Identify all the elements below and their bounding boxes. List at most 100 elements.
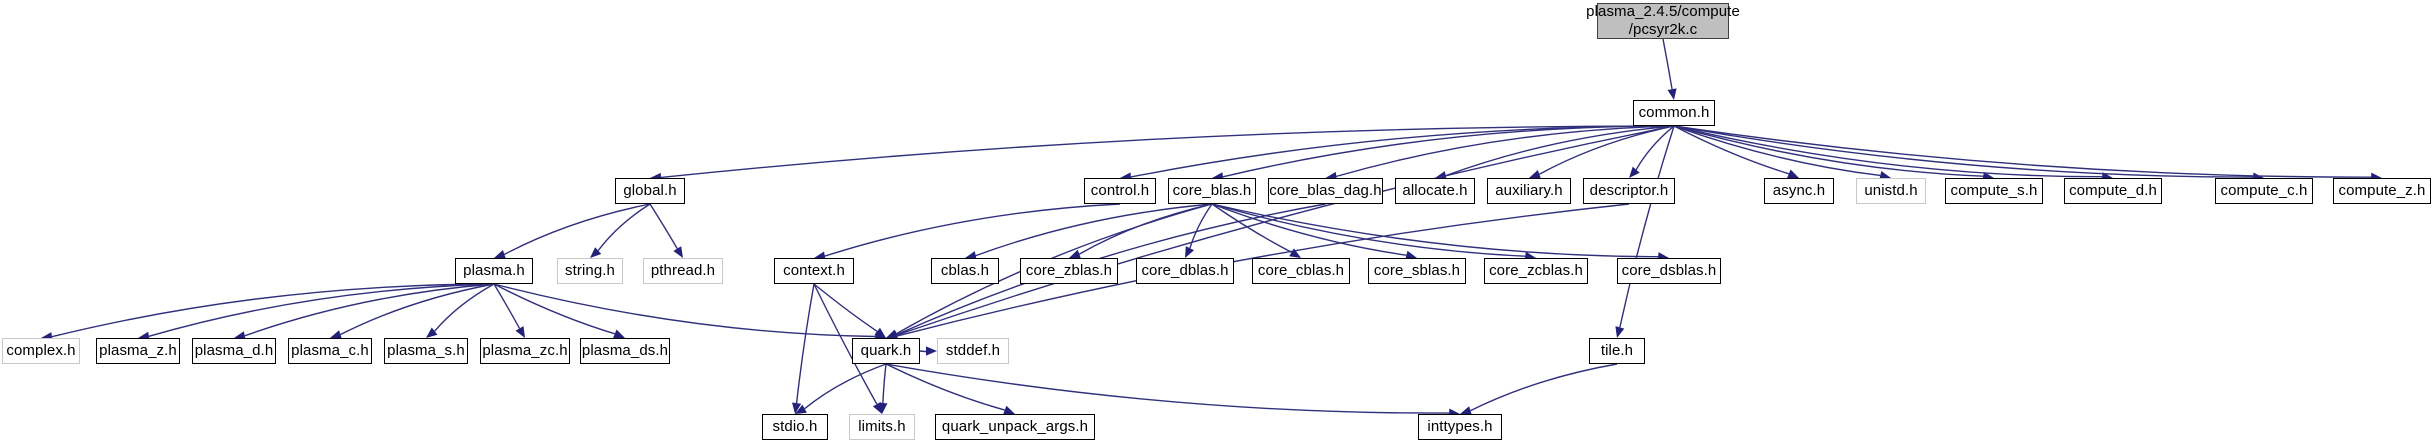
graph-edge-common-to-control <box>1130 125 1675 178</box>
graph-arrowhead-common-to-async <box>1787 169 1799 179</box>
graph-arrowhead-context-to-stdio <box>792 402 802 414</box>
graph-edge-core_blas-to-cblas <box>975 203 1213 257</box>
graph-edge-quark-to-stdio <box>804 363 887 410</box>
graph-edge-context-to-stdio <box>795 283 815 404</box>
graph-node-core_dsblas[interactable]: core_dsblas.h <box>1617 258 1721 284</box>
graph-node-inttypes[interactable]: inttypes.h <box>1418 414 1502 440</box>
graph-node-string[interactable]: string.h <box>557 258 623 284</box>
graph-edge-core_blas-to-core_dblas <box>1189 203 1213 249</box>
graph-node-plasma_s[interactable]: plasma_s.h <box>384 338 468 364</box>
graph-arrowhead-global-to-pthread <box>673 246 683 258</box>
graph-node-core_zcblas[interactable]: core_zcblas.h <box>1484 258 1588 284</box>
graph-arrowhead-common-to-descriptor <box>1629 166 1640 178</box>
graph-edge-quark-to-quark_unpack <box>885 363 1005 411</box>
graph-edge-core_blas-to-core_sblas <box>1211 203 1407 256</box>
graph-edge-common-to-async <box>1673 125 1790 175</box>
graph-node-core_blas_dag[interactable]: core_blas_dag.h <box>1268 178 1383 204</box>
graph-node-tile[interactable]: tile.h <box>1589 338 1645 364</box>
graph-arrowhead-global-to-string <box>590 247 602 258</box>
graph-node-pthread[interactable]: pthread.h <box>643 258 723 284</box>
graph-node-context[interactable]: context.h <box>774 258 854 284</box>
graph-edge-global-to-pthread <box>649 203 678 249</box>
graph-edge-plasma-to-plasma_z <box>148 283 495 338</box>
graph-node-auxiliary[interactable]: auxiliary.h <box>1487 178 1571 204</box>
graph-node-plasma_zc[interactable]: plasma_zc.h <box>480 338 570 364</box>
graph-node-cblas[interactable]: cblas.h <box>931 258 999 284</box>
graph-node-common[interactable]: common.h <box>1633 100 1715 126</box>
graph-arrowhead-core_blas-to-core_zblas <box>1069 249 1081 259</box>
graph-edge-quark-to-limits <box>882 363 887 404</box>
graph-node-quark_unpack[interactable]: quark_unpack_args.h <box>935 414 1095 440</box>
graph-edge-plasma-to-complex <box>51 283 495 338</box>
graph-node-plasma[interactable]: plasma.h <box>455 258 533 284</box>
graph-node-compute_s[interactable]: compute_s.h <box>1945 178 2043 204</box>
graph-edge-plasma-to-plasma_ds <box>493 283 616 335</box>
graph-arrowhead-core_blas-to-core_sblas <box>1405 250 1417 260</box>
graph-arrowhead-common-to-auxiliary <box>1529 169 1541 179</box>
graph-edge-common-to-core_blas_dag <box>1336 125 1675 178</box>
graph-edge-common-to-compute_d <box>1673 125 2103 178</box>
graph-node-core_zblas[interactable]: core_zblas.h <box>1020 258 1118 284</box>
graph-node-stdio[interactable]: stdio.h <box>762 414 828 440</box>
graph-node-unistd[interactable]: unistd.h <box>1856 178 1926 204</box>
graph-arrowhead-global-to-plasma <box>494 250 506 259</box>
graph-node-core_blas[interactable]: core_blas.h <box>1168 178 1256 204</box>
graph-edge-quark-to-stddef <box>919 350 928 353</box>
graph-edge-core_blas-to-core_zcblas <box>1211 203 1526 257</box>
graph-node-root[interactable]: plasma_2.4.5/compute /pcsyr2k.c <box>1586 3 1740 39</box>
graph-edge-common-to-unistd <box>1673 125 1881 177</box>
graph-edge-common-to-allocate <box>1445 125 1675 177</box>
graph-edge-root-to-common <box>1662 38 1673 90</box>
graph-node-plasma_d[interactable]: plasma_d.h <box>192 338 276 364</box>
graph-edge-common-to-quark <box>896 125 1675 336</box>
graph-arrowhead-context-to-quark <box>874 327 886 338</box>
graph-arrowhead-quark-to-quark_unpack <box>1003 405 1015 415</box>
graph-node-quark[interactable]: quark.h <box>852 338 920 364</box>
graph-edge-context-to-limits <box>813 283 878 405</box>
graph-arrowhead-quark-to-stddef <box>926 346 937 356</box>
graph-node-compute_d[interactable]: compute_d.h <box>2064 178 2162 204</box>
graph-node-core_cblas[interactable]: core_cblas.h <box>1252 258 1350 284</box>
graph-edge-plasma-to-plasma_zc <box>493 283 521 329</box>
graph-node-descriptor[interactable]: descriptor.h <box>1583 178 1675 204</box>
graph-node-core_sblas[interactable]: core_sblas.h <box>1368 258 1466 284</box>
graph-arrowhead-root-to-common <box>1667 88 1677 100</box>
graph-arrowhead-plasma-to-plasma_c <box>330 330 342 339</box>
graph-edge-control-to-context <box>824 203 1121 257</box>
graph-arrowhead-core_blas-to-core_cblas <box>1289 248 1301 258</box>
graph-arrowhead-common-to-tile <box>1615 326 1625 338</box>
graph-edge-common-to-compute_c <box>1673 125 2254 178</box>
graph-edge-plasma-to-plasma_d <box>244 283 495 337</box>
graph-arrowhead-core_blas-to-cblas <box>965 251 977 261</box>
graph-arrowhead-tile-to-inttypes <box>1460 406 1472 416</box>
graph-node-stddef[interactable]: stddef.h <box>937 338 1009 364</box>
graph-edge-plasma-to-plasma_c <box>340 283 495 336</box>
graph-edge-core_blas-to-core_cblas <box>1211 203 1292 253</box>
graph-edge-common-to-tile <box>1619 125 1675 328</box>
graph-node-compute_z[interactable]: compute_z.h <box>2333 178 2431 204</box>
graph-node-complex[interactable]: complex.h <box>2 338 80 364</box>
graph-node-compute_c[interactable]: compute_c.h <box>2215 178 2313 204</box>
graph-edge-common-to-compute_s <box>1673 125 1984 177</box>
graph-edge-tile-to-inttypes <box>1470 363 1618 412</box>
graph-node-allocate[interactable]: allocate.h <box>1395 178 1475 204</box>
graph-node-async[interactable]: async.h <box>1764 178 1834 204</box>
graph-edge-global-to-plasma <box>504 203 651 256</box>
graph-node-global[interactable]: global.h <box>615 178 685 204</box>
graph-node-limits[interactable]: limits.h <box>849 414 915 440</box>
graph-arrowhead-core_blas-to-core_dblas <box>1185 246 1195 258</box>
graph-node-control[interactable]: control.h <box>1084 178 1156 204</box>
graph-edge-common-to-core_blas <box>1222 125 1675 178</box>
graph-node-core_dblas[interactable]: core_dblas.h <box>1136 258 1234 284</box>
graph-edge-common-to-descriptor <box>1635 125 1675 171</box>
graph-edge-plasma-to-plasma_s <box>434 283 495 332</box>
graph-edge-core_blas-to-core_dsblas <box>1211 203 1659 258</box>
graph-node-plasma_ds[interactable]: plasma_ds.h <box>580 338 670 364</box>
graph-edge-quark-to-inttypes <box>885 363 1450 414</box>
graph-node-plasma_c[interactable]: plasma_c.h <box>288 338 372 364</box>
graph-edge-descriptor-to-quark <box>896 203 1630 337</box>
graph-node-plasma_z[interactable]: plasma_z.h <box>96 338 180 364</box>
graph-edge-global-to-string <box>597 203 651 252</box>
